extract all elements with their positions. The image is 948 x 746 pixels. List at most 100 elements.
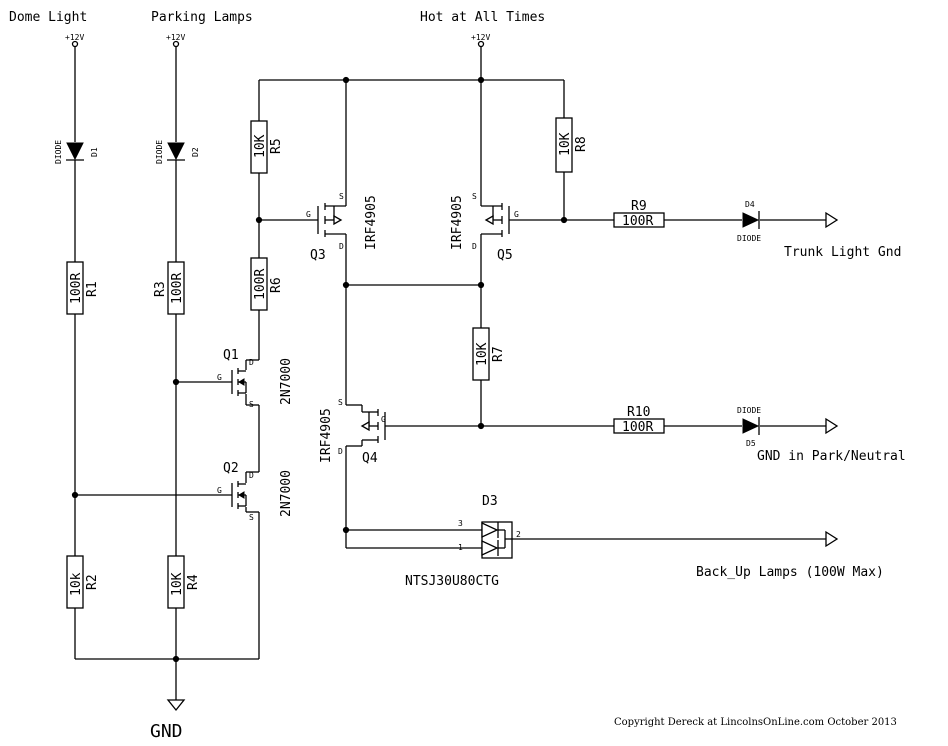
junction-dot xyxy=(172,655,180,663)
diode-icon xyxy=(66,142,84,161)
diode-d1: DIODE D1 xyxy=(54,140,99,164)
d5-ref: D5 xyxy=(746,439,756,448)
r2-value: 10k xyxy=(69,572,84,596)
resistor-icon xyxy=(66,555,84,609)
r5-value: 10K xyxy=(253,134,268,158)
junction-dot xyxy=(342,76,350,84)
r8-ref: R8 xyxy=(574,136,589,152)
resistor-r8: 10K R8 xyxy=(555,117,589,173)
hot-at-all-times-label: Hot at All Times xyxy=(420,10,545,25)
resistor-icon xyxy=(167,555,185,609)
diode-d5: DIODE D5 xyxy=(737,406,761,448)
r4-value: 10K xyxy=(170,572,185,596)
mosfet-q3: G S D Q3 IRF4905 xyxy=(306,192,379,263)
resistor-icon xyxy=(250,120,268,174)
q1-drain-pin: D xyxy=(249,358,254,367)
diode-d4: D4 DIODE xyxy=(737,200,761,243)
r3-value: 100R xyxy=(170,273,185,304)
resistor-icon xyxy=(66,261,84,315)
r5-ref: R5 xyxy=(269,138,284,154)
d3-value: NTSJ30U80CTG xyxy=(405,574,499,589)
d1-value: DIODE xyxy=(54,140,63,164)
r7-value: 10K xyxy=(475,342,490,366)
junction-dot xyxy=(477,76,485,84)
r1-value: 100R xyxy=(69,273,84,304)
mosfet-arrow-icon xyxy=(360,420,370,432)
d2-ref: D2 xyxy=(191,147,200,157)
power-symbols: +12V +12V +12V GND xyxy=(65,33,490,742)
d3-pin2: 2 xyxy=(516,530,521,539)
dual-diode-body-icon xyxy=(481,521,513,559)
resistor-r10: R10 100R xyxy=(613,405,665,435)
mosfet-q5: G S D Q5 IRF4905 xyxy=(450,192,519,263)
q3-gate-pin: G xyxy=(306,210,311,219)
trunk-light-gnd-label: Trunk Light Gnd xyxy=(784,245,901,260)
q2-drain-pin: D xyxy=(249,471,254,480)
gnd-label: GND xyxy=(150,721,183,742)
junction-dot xyxy=(477,422,485,430)
q3-ref: Q3 xyxy=(310,248,326,263)
resistor-r6: 100R R6 xyxy=(250,257,284,311)
supply-terminal-icon xyxy=(477,40,485,48)
r7-ref: R7 xyxy=(491,346,506,362)
wires xyxy=(74,46,826,700)
dome-light-label: Dome Light xyxy=(9,10,87,25)
parking-lamps-label: Parking Lamps xyxy=(151,10,253,25)
q5-gate-pin: G xyxy=(514,210,519,219)
mosfet-q4: G S D Q4 IRF4905 xyxy=(319,398,386,466)
resistor-r5: 10K R5 xyxy=(250,120,284,174)
r4-ref: R4 xyxy=(186,574,201,590)
supply-terminal-icon xyxy=(172,40,180,48)
supply-terminal-icon xyxy=(71,40,79,48)
junction-dot xyxy=(477,281,485,289)
resistor-icon xyxy=(167,261,185,315)
junctions xyxy=(71,76,568,663)
q1-gate-pin: G xyxy=(217,373,222,382)
d5-value: DIODE xyxy=(737,406,761,415)
r6-ref: R6 xyxy=(269,277,284,293)
mosfet-arrow-icon xyxy=(484,214,494,226)
d3-pin3: 3 xyxy=(458,519,463,528)
supply-label: +12V xyxy=(65,33,84,42)
diode-icon xyxy=(481,521,499,539)
d4-ref: D4 xyxy=(745,200,755,209)
junction-dot xyxy=(560,216,568,224)
q5-drain-pin: D xyxy=(472,242,477,251)
top-labels: Dome Light Parking Lamps Hot at All Time… xyxy=(9,10,545,25)
resistor-r2: 10k R2 xyxy=(66,555,100,609)
output-arrow-icon xyxy=(825,211,839,229)
q1-value: 2N7000 xyxy=(279,358,294,405)
d3-ref: D3 xyxy=(482,494,498,509)
resistor-r3: R3 100R xyxy=(153,261,185,315)
mosfet-q2: G D S Q2 2N7000 xyxy=(217,461,294,522)
resistor-icon xyxy=(555,117,573,173)
junction-dot xyxy=(255,216,263,224)
resistor-r1: 100R R1 xyxy=(66,261,100,315)
diode-icon xyxy=(742,212,760,228)
diode-icon xyxy=(742,418,760,434)
q4-source-pin: S xyxy=(338,398,343,407)
copyright-text: Copyright Dereck at LincolnsOnLine.com O… xyxy=(614,717,897,728)
q5-source-pin: S xyxy=(472,192,477,201)
d4-value: DIODE xyxy=(737,234,761,243)
dual-diode-d3: D3 3 1 2 NTSJ30U80CTG xyxy=(405,494,521,589)
resistor-r7: 10K R7 xyxy=(472,327,506,381)
junction-dot xyxy=(172,378,180,386)
gnd-park-neutral-label: GND in Park/Neutral xyxy=(757,449,906,464)
r1-ref: R1 xyxy=(85,281,100,297)
r9-ref: R9 xyxy=(631,199,647,214)
resistor-r4: 10K R4 xyxy=(167,555,201,609)
q2-source-pin: S xyxy=(249,513,254,522)
q5-ref: Q5 xyxy=(497,248,513,263)
diode-icon xyxy=(481,539,499,557)
q4-drain-pin: D xyxy=(338,447,343,456)
d2-value: DIODE xyxy=(155,140,164,164)
q2-ref: Q2 xyxy=(223,461,239,476)
r6-value: 100R xyxy=(253,269,268,300)
q5-value: IRF4905 xyxy=(450,195,465,250)
q2-gate-pin: G xyxy=(217,486,222,495)
q1-ref: Q1 xyxy=(223,348,239,363)
q3-source-pin: S xyxy=(339,192,344,201)
d3-pin1: 1 xyxy=(458,543,463,552)
